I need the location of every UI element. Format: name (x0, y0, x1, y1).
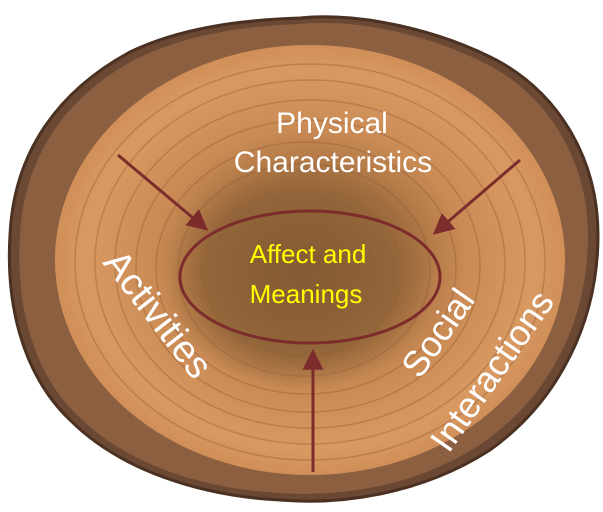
center-label-line2: Meanings (250, 279, 363, 309)
top-label-line1: Physical (276, 107, 388, 140)
top-label-line2: Characteristics (234, 146, 432, 179)
center-label-line1: Affect and (250, 239, 367, 269)
